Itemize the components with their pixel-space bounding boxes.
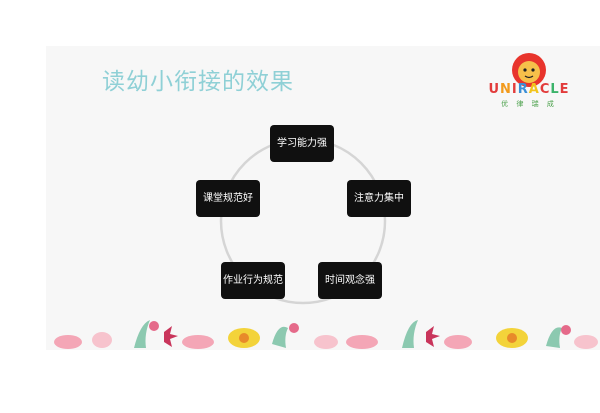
brand-logo: UNIRACLE 优 律 瑞 成 (470, 50, 588, 114)
cycle-node-homework-behavior: 作业行为规范 (221, 262, 285, 299)
logo-letter: C (539, 82, 551, 97)
lion-mascot-icon (512, 53, 546, 87)
logo-letter: A (528, 82, 540, 97)
logo-subtitle: 优 律 瑞 成 (501, 100, 557, 108)
logo-letter: E (559, 82, 570, 97)
cycle-diagram: 学习能力强 注意力集中 时间观念强 作业行为规范 课堂规范好 (46, 46, 600, 350)
flower-decoration-icon (54, 320, 598, 349)
cycle-node-time-awareness: 时间观念强 (318, 262, 382, 299)
logo-letter: I (511, 82, 518, 97)
logo-letter: U (488, 82, 500, 97)
cycle-ring (219, 137, 387, 305)
cycle-node-learning-ability: 学习能力强 (270, 125, 334, 162)
flower-border (46, 314, 600, 350)
slide-title: 读幼小衔接的效果 (102, 69, 294, 95)
logo-letter: L (550, 82, 560, 97)
bottom-letterbox (0, 350, 600, 413)
logo-letter: N (500, 82, 512, 97)
top-letterbox (0, 0, 600, 46)
logo-letter: R (517, 82, 529, 97)
cycle-node-classroom-behavior: 课堂规范好 (196, 180, 260, 217)
cycle-node-concentration: 注意力集中 (347, 180, 411, 217)
presentation-slide: 读幼小衔接的效果 UNIRACLE 优 律 瑞 成 学习能力强 注意力集中 时间… (46, 46, 600, 350)
logo-wordmark: UNIRACLE (470, 82, 588, 97)
